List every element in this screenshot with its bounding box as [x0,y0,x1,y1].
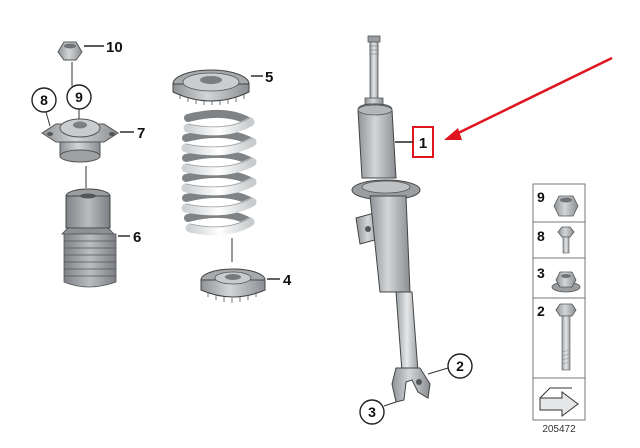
flange-nut-icon [551,271,581,293]
coil-spring [181,109,257,236]
callout-4: 4 [283,272,292,289]
callout-1: 1 [419,135,427,152]
direction-arrow-icon [539,387,579,417]
callout-3-circle: 3 [359,399,397,425]
callout-9: 9 [75,89,83,105]
dust-boot-part-6 [61,188,130,288]
callout-6: 6 [133,229,141,246]
red-arrow-icon [444,56,613,140]
callout-10: 10 [106,39,123,56]
shock-absorber-part-1 [351,35,431,403]
nut-part-10 [57,41,104,61]
callout-3: 3 [368,404,376,420]
callout-8: 8 [40,92,48,108]
long-bolt-icon [555,303,577,371]
upper-spring-seat-part-5 [172,69,263,105]
lower-spring-seat-part-4 [200,268,280,303]
callout-8-circle: 8 [31,87,57,127]
legend-label-8: 8 [537,228,545,244]
legend-label-9: 9 [537,189,545,205]
strut-mount-part-7 [41,118,134,163]
nut-icon [553,195,579,217]
callout-5: 5 [265,69,273,86]
legend-label-2: 2 [537,303,545,319]
callout-2: 2 [456,358,464,374]
legend-label-3: 3 [537,265,545,281]
hardware-legend: 9 8 3 2 [532,183,586,421]
diagram-id: 205472 [542,424,576,435]
callout-9-circle: 9 [66,84,92,122]
callout-2-circle: 2 [427,353,473,379]
small-bolt-icon [557,226,575,254]
callout-7: 7 [137,125,145,142]
